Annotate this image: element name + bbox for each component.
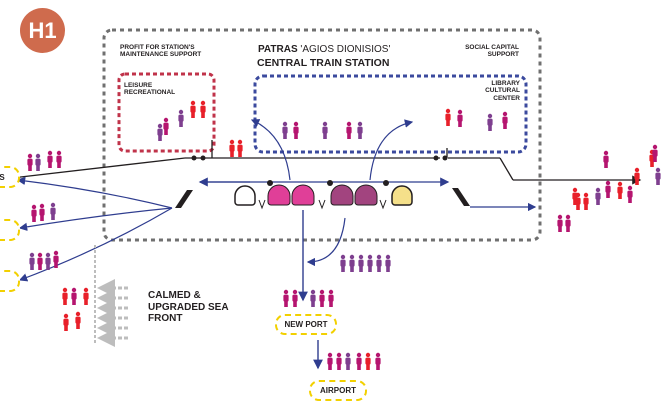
- person-icon: [565, 214, 571, 232]
- person-icon: [53, 250, 59, 268]
- person-icon: [487, 113, 493, 131]
- people-group: [27, 100, 661, 370]
- person-icon: [63, 313, 69, 331]
- person-icon: [572, 187, 578, 205]
- person-icon: [319, 289, 325, 307]
- person-icon: [200, 100, 206, 118]
- person-icon: [346, 121, 352, 139]
- seafront-label: CALMED & UPGRADED SEA FRONT: [148, 290, 229, 324]
- person-icon: [627, 185, 633, 203]
- person-icon: [27, 153, 33, 171]
- person-icon: [310, 289, 316, 307]
- person-icon: [282, 121, 288, 139]
- person-icon: [178, 109, 184, 127]
- person-icon: [56, 150, 62, 168]
- flow-arrow-library-right: [369, 119, 414, 181]
- library-label: LIBRARY CULTURAL CENTER: [485, 80, 520, 102]
- person-icon: [652, 144, 658, 162]
- person-icon: [163, 117, 169, 135]
- person-icon: [385, 254, 391, 272]
- person-icon: [634, 167, 640, 185]
- seafront-arrows: [97, 279, 128, 347]
- person-icon: [50, 202, 56, 220]
- person-icon: [29, 252, 35, 270]
- flow-arrow-left-1: [16, 176, 173, 209]
- person-icon: [345, 352, 351, 370]
- person-icon: [39, 203, 45, 221]
- left-flow-arrow: [10, 157, 186, 182]
- person-icon: [35, 153, 41, 171]
- person-icon: [31, 204, 37, 222]
- person-icon: [336, 352, 342, 370]
- person-icon: [655, 167, 661, 185]
- flow-arrow-side: [306, 217, 346, 267]
- node-dot: [191, 155, 197, 161]
- station-boundary: [102, 28, 542, 242]
- library-box: [253, 74, 528, 154]
- person-icon: [365, 352, 371, 370]
- node-dot: [200, 155, 206, 161]
- person-icon: [358, 254, 364, 272]
- flow-arrow-left-2: [18, 207, 173, 231]
- person-icon: [45, 252, 51, 270]
- profit-label: PROFIT FOR STATION'S MAINTENANCE SUPPORT: [120, 44, 202, 59]
- airport-pill: AIRPORT: [309, 380, 367, 401]
- station-subtitle: CENTRAL TRAIN STATION: [257, 57, 390, 69]
- person-icon: [349, 254, 355, 272]
- person-icon: [457, 109, 463, 127]
- station-name-bold: PATRAS: [258, 44, 298, 55]
- person-icon: [340, 254, 346, 272]
- person-icon: [237, 139, 243, 157]
- person-icon: [605, 180, 611, 198]
- person-icon: [328, 289, 334, 307]
- person-icon: [595, 187, 601, 205]
- person-icon: [75, 311, 81, 329]
- left-destination-pill-1: S: [0, 166, 20, 188]
- person-icon: [62, 287, 68, 305]
- train-cars: [234, 180, 413, 210]
- platform-left: [175, 190, 193, 208]
- platform-right: [452, 188, 470, 206]
- person-icon: [583, 192, 589, 210]
- person-icon: [367, 254, 373, 272]
- node-dot: [442, 155, 448, 161]
- person-icon: [445, 108, 451, 126]
- flow-arrow-library-left: [250, 119, 291, 181]
- person-icon: [157, 123, 163, 141]
- person-icon: [83, 287, 89, 305]
- left-destination-pill-3: [0, 270, 20, 292]
- person-icon: [356, 352, 362, 370]
- new-port-pill: NEW PORT: [275, 314, 337, 335]
- person-icon: [617, 181, 623, 199]
- person-icon: [292, 289, 298, 307]
- flow-arrow-left-3: [18, 207, 173, 282]
- station-name-rest: 'AGIOS DIONISIOS': [297, 44, 391, 55]
- person-icon: [502, 111, 508, 129]
- person-icon: [557, 214, 563, 232]
- person-icon: [229, 139, 235, 157]
- person-icon: [283, 289, 289, 307]
- social-label: SOCIAL CAPITAL SUPPORT: [465, 44, 519, 59]
- station-title: PATRAS 'AGIOS DIONISIOS': [258, 44, 390, 56]
- person-icon: [603, 150, 609, 168]
- person-icon: [47, 150, 53, 168]
- person-icon: [293, 121, 299, 139]
- section-badge: H1: [20, 8, 65, 53]
- person-icon: [357, 121, 363, 139]
- person-icon: [375, 352, 381, 370]
- person-icon: [37, 252, 43, 270]
- person-icon: [71, 287, 77, 305]
- person-icon: [322, 121, 328, 139]
- person-icon: [376, 254, 382, 272]
- right-flow-arrow-ext: [499, 157, 514, 181]
- left-destination-pill-2: [0, 219, 20, 241]
- person-icon: [327, 352, 333, 370]
- person-icon: [190, 100, 196, 118]
- node-dot: [433, 155, 439, 161]
- leisure-label: LEISURE RECREATIONAL: [124, 82, 176, 97]
